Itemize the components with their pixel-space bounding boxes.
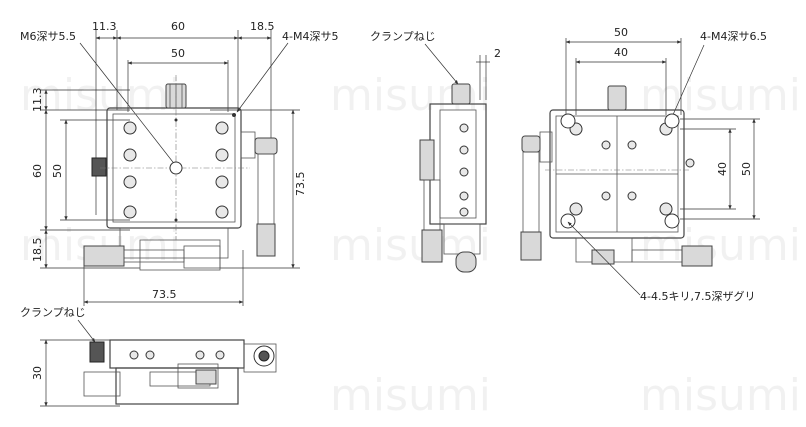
small-hole [174, 118, 178, 122]
dim-11-3-top: 11.3 [92, 20, 117, 33]
rear-side-hole [685, 158, 695, 168]
micrometer-thimble-bottom [83, 245, 125, 267]
small-hole [174, 218, 178, 222]
front-micrometer-spindle [258, 350, 270, 362]
front-slide [177, 363, 219, 389]
front-micrometer-housing [243, 343, 277, 373]
leader-m4-rear [667, 44, 705, 127]
dim-60-left: 60 [31, 164, 44, 178]
rear-micrometer-barrel [522, 151, 540, 233]
rear-hole [601, 140, 611, 150]
side-knob-bottom [455, 251, 477, 273]
dim-18-5-left: 18.5 [31, 238, 44, 263]
dim-50-rear-right: 50 [740, 162, 753, 176]
front-lower-body [115, 367, 239, 405]
front-view: クランプねじ 30 [20, 306, 277, 407]
rear-m4-hole [659, 202, 673, 216]
dim-60-top: 60 [171, 20, 185, 33]
rear-hole [627, 140, 637, 150]
front-left-thimble [83, 371, 121, 397]
leader-m6 [79, 42, 177, 167]
mounting-hole [215, 121, 229, 135]
dim-40-rear-right: 40 [716, 162, 729, 176]
dim-11-3-left: 11.3 [31, 88, 44, 113]
dim-50-rear-top: 50 [614, 26, 628, 39]
side-hole [459, 207, 469, 217]
side-thimble [421, 229, 443, 263]
callout-clamp-side: クランプねじ [370, 30, 436, 43]
rear-micrometer-thimble [520, 231, 542, 261]
front-hole [215, 350, 225, 360]
callout-counterbore: 4-4.5キリ,7.5深ザグリ [640, 289, 755, 303]
mounting-hole [123, 175, 137, 189]
counterbore-hole [664, 113, 680, 129]
rear-hole [601, 191, 611, 201]
side-view: クランプねじ 2 [370, 30, 501, 273]
leader-m4 [236, 42, 289, 113]
watermark-text-6: misumi [640, 220, 801, 271]
watermark-text-3: misumi [640, 70, 801, 121]
lower-slide [119, 227, 229, 259]
side-hole [459, 123, 469, 133]
callout-m4-tap: 4-M4深サ5 [282, 30, 338, 43]
watermark-text-1: misumi [20, 70, 181, 121]
mounting-hole [215, 175, 229, 189]
micrometer-barrel [257, 153, 275, 225]
watermark-text-8: misumi [640, 370, 801, 421]
micrometer-thimble [256, 223, 276, 257]
side-body [429, 103, 487, 225]
front-hole [145, 350, 155, 360]
callout-clamp-front: クランプねじ [20, 306, 86, 319]
rear-m4-hole [569, 202, 583, 216]
dim-30: 30 [31, 366, 44, 380]
mounting-hole [215, 148, 229, 162]
front-hole [195, 350, 205, 360]
top-view: 11.3 60 18.5 50 M6深サ5.5 4-M4深サ5 11.3 60 … [20, 20, 338, 306]
dim-50-left: 50 [51, 164, 64, 178]
side-knob [419, 139, 435, 181]
micrometer-bracket [240, 131, 256, 159]
side-hole [459, 191, 469, 201]
side-inner [439, 109, 477, 219]
front-clamp-screw [89, 341, 105, 363]
side-hole [459, 167, 469, 177]
mounting-hole [215, 205, 229, 219]
center-tap-hole [169, 161, 183, 175]
front-hole [129, 350, 139, 360]
dim-73-5-right: 73.5 [294, 172, 307, 197]
rear-thimble-bottom [681, 245, 713, 267]
mounting-hole [123, 205, 137, 219]
dim-40-rear-top: 40 [614, 46, 628, 59]
counterbore-hole [664, 213, 680, 229]
callout-m4-rear: 4-M4深サ6.5 [700, 30, 767, 43]
counterbore-hole [560, 213, 576, 229]
front-knob [195, 369, 217, 385]
dim-73-5-bottom: 73.5 [152, 288, 177, 301]
clamp-screw-side [451, 83, 471, 105]
counterbore-hole [560, 113, 576, 129]
dim-50-top: 50 [171, 47, 185, 60]
rear-hole [627, 191, 637, 201]
leader-clamp-side [424, 43, 459, 85]
dim-18-5-top: 18.5 [250, 20, 275, 33]
leader-clamp-front [77, 319, 96, 343]
clamp-screw-left [91, 157, 107, 177]
dim-2: 2 [494, 47, 501, 60]
callout-m6-tap: M6深サ5.5 [20, 30, 76, 43]
micrometer-bracket-bottom [183, 245, 221, 269]
side-hole [459, 145, 469, 155]
rear-view: 50 40 4-M4深サ6.5 50 40 [520, 26, 767, 303]
rear-micrometer-head [521, 135, 541, 153]
rear-knob-top [607, 85, 627, 111]
leader-counterbore [567, 221, 641, 296]
m4-tap-hole [232, 113, 236, 117]
mounting-hole [123, 148, 137, 162]
watermark-text-7: misumi [330, 370, 491, 421]
micrometer-head-right [254, 137, 278, 155]
mounting-hole [123, 121, 137, 135]
